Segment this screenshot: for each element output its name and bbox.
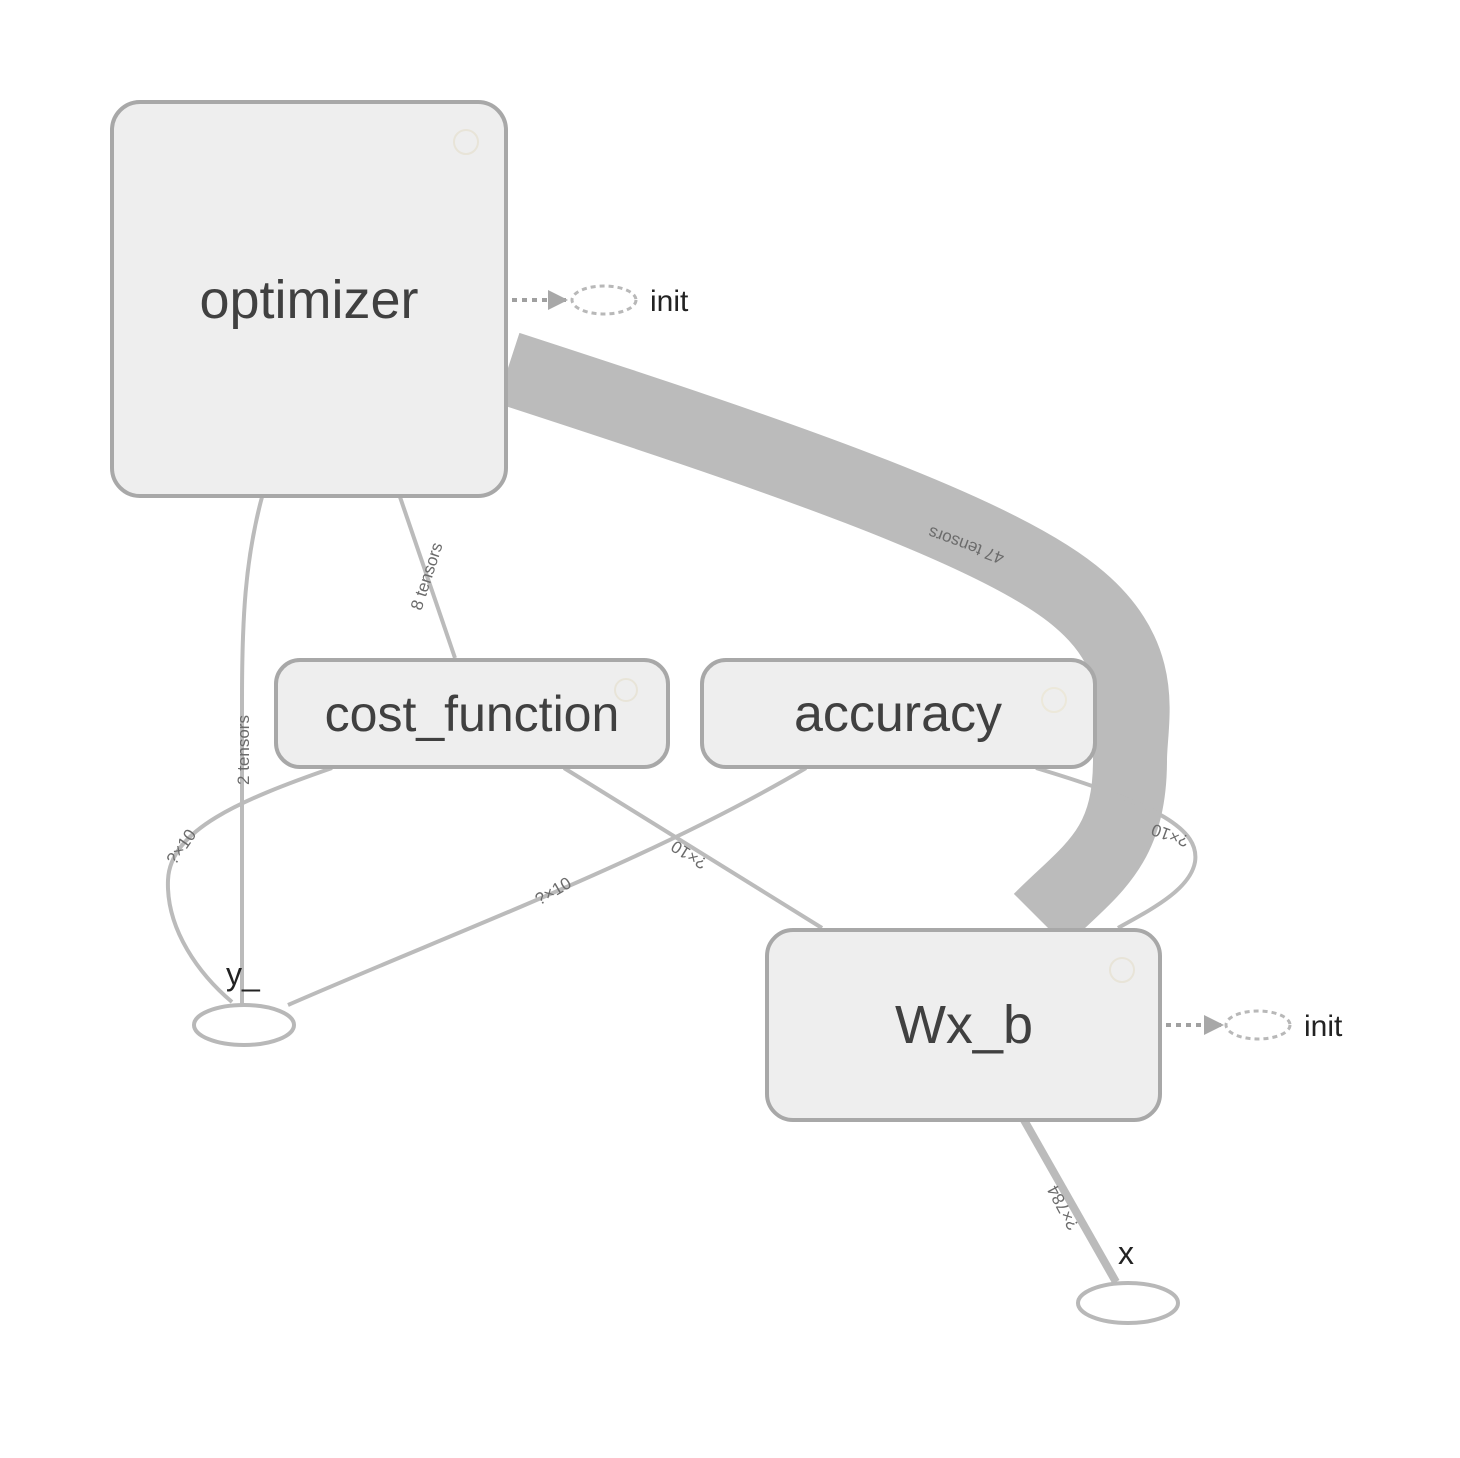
init-label-wxb: init	[1304, 1010, 1343, 1043]
expand-icon[interactable]	[1041, 687, 1067, 713]
node-accuracy[interactable]: accuracy	[700, 658, 1097, 769]
node-label-x: x	[1118, 1235, 1134, 1271]
expand-icon[interactable]	[1109, 957, 1135, 983]
edge-optimizer-cost[interactable]	[398, 496, 457, 659]
init-label-optimizer: init	[650, 285, 689, 318]
edge-label-optimizer-y: 2 tensors	[234, 715, 253, 785]
edge-cost-y[interactable]	[165, 766, 333, 1004]
node-placeholder-y[interactable]: y_	[192, 956, 296, 1047]
edge-accuracy-wxb[interactable]	[1035, 766, 1198, 930]
edge-optimizer-wxb[interactable]	[496, 332, 1170, 947]
node-label-y: y_	[226, 956, 261, 992]
node-cost-function[interactable]: cost_function	[274, 658, 670, 769]
expand-icon[interactable]	[614, 678, 638, 702]
init-node[interactable]	[570, 284, 638, 316]
control-dependency-wxb-init[interactable]: init	[1166, 1009, 1343, 1043]
edge-optimizer-y[interactable]	[240, 496, 264, 1004]
edge-label-cost-wxb: ?×10	[668, 836, 711, 872]
edge-label-accuracy-y: ?×10	[532, 873, 575, 909]
edge-label-accuracy-wxb: ?×10	[1149, 820, 1191, 851]
node-label-accuracy: accuracy	[794, 685, 1002, 743]
node-optimizer[interactable]: optimizer	[110, 100, 508, 498]
node-label-optimizer: optimizer	[199, 270, 418, 330]
init-node[interactable]	[1224, 1009, 1292, 1041]
node-placeholder-x[interactable]: x	[1076, 1235, 1180, 1325]
edge-cost-wxb[interactable]	[562, 766, 824, 930]
node-wx-b[interactable]: Wx_b	[765, 928, 1162, 1122]
expand-icon[interactable]	[453, 129, 479, 155]
node-label-wx-b: Wx_b	[895, 995, 1033, 1055]
node-label-cost-function: cost_function	[325, 686, 620, 742]
edge-label-optimizer-cost: 8 tensors	[407, 540, 447, 612]
control-dependency-optimizer-init[interactable]: init	[512, 284, 689, 318]
edge-wxb-x[interactable]	[1020, 1118, 1120, 1284]
edge-accuracy-y[interactable]	[287, 766, 808, 1007]
